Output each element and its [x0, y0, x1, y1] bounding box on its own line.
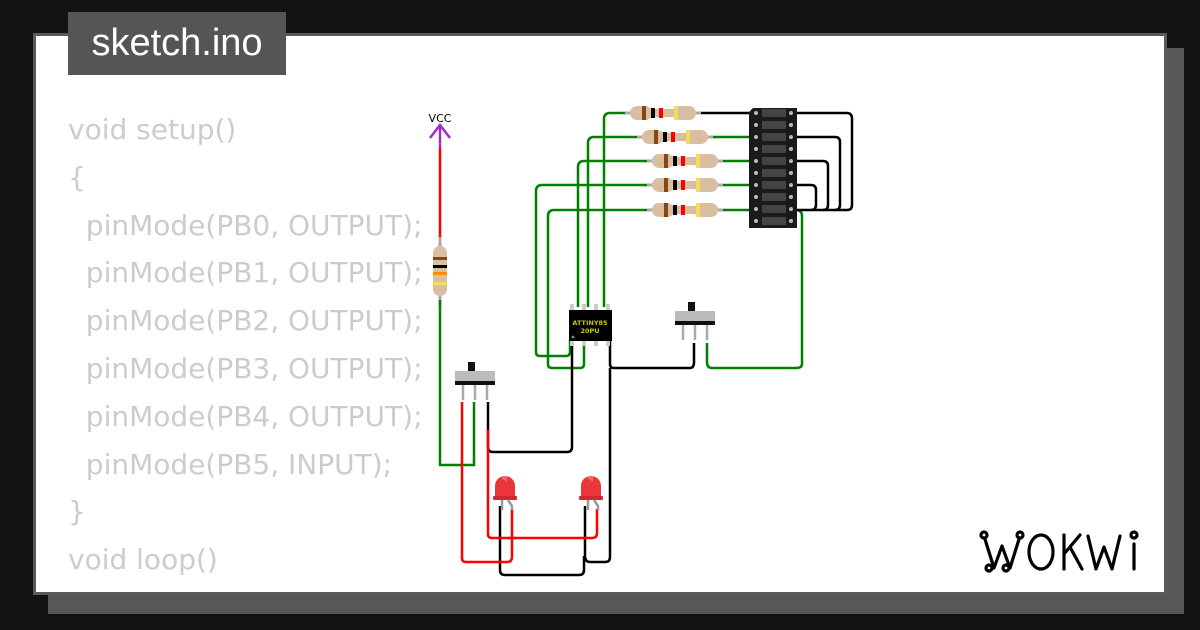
- bar-pin: [789, 207, 793, 211]
- code-line: void loop(): [68, 543, 218, 577]
- code-line: pinMode(PB0, OUTPUT);: [68, 208, 423, 242]
- bar-pin: [754, 123, 758, 127]
- bar-segment: [762, 157, 786, 165]
- bar-pin: [789, 135, 793, 139]
- resistor-1[interactable]: [623, 104, 703, 122]
- wire-signal: [438, 300, 476, 467]
- resistor-4[interactable]: [645, 176, 725, 194]
- code-line: pinMode(PB3, OUTPUT);: [68, 351, 423, 385]
- bar-pin: [754, 171, 758, 175]
- pull-resistor[interactable]: [433, 237, 447, 307]
- bar-segment: [762, 133, 786, 141]
- power-wires: [460, 402, 599, 564]
- led-bar-graph[interactable]: [749, 108, 797, 228]
- bar-pin: [789, 123, 793, 127]
- code-preview: void setup() { pinMode(PB0, OUTPUT); pinM…: [68, 106, 423, 592]
- bar-pin: [789, 219, 793, 223]
- bar-pin: [789, 183, 793, 187]
- vcc-symbol: VCC: [429, 112, 452, 148]
- bar-pin: [754, 219, 758, 223]
- slide-switch-1[interactable]: [453, 360, 497, 402]
- led-1[interactable]: [491, 472, 519, 512]
- bar-segment: [762, 181, 786, 189]
- bar-segment: [762, 121, 786, 129]
- bar-pin: [754, 111, 758, 115]
- led-2[interactable]: [577, 472, 605, 512]
- file-name-tab[interactable]: sketch.ino: [68, 12, 286, 75]
- signal-wires: [534, 111, 804, 370]
- bar-pin: [789, 159, 793, 163]
- code-line: }: [68, 495, 86, 529]
- slide-switch-2[interactable]: [673, 300, 717, 342]
- bar-segment: [762, 109, 786, 117]
- bar-segment: [762, 145, 786, 153]
- code-line: {: [68, 584, 423, 592]
- resistor-3[interactable]: [645, 152, 725, 170]
- bar-pin: [754, 183, 758, 187]
- bar-segment: [762, 217, 786, 225]
- bar-pin: [789, 147, 793, 151]
- code-line: pinMode(PB2, OUTPUT);: [68, 304, 423, 338]
- bar-pin: [789, 195, 793, 199]
- code-line: pinMode(PB5, INPUT);: [68, 447, 393, 481]
- wokwi-logo: [979, 530, 1139, 573]
- resistor-5[interactable]: [645, 201, 725, 219]
- code-line: {: [68, 160, 86, 194]
- bar-segment: [762, 193, 786, 201]
- code-line: void setup(): [68, 113, 237, 146]
- bar-pin: [754, 195, 758, 199]
- chip-label-line2: 20PU: [580, 327, 599, 335]
- attiny85-chip[interactable]: ATTINY85 20PU: [569, 304, 612, 346]
- bar-pin: [754, 207, 758, 211]
- vcc-label: VCC: [429, 112, 452, 125]
- resistor-2[interactable]: [635, 128, 715, 146]
- bar-segment: [762, 169, 786, 177]
- bar-pin: [789, 111, 793, 115]
- code-line: pinMode(PB1, OUTPUT);: [68, 256, 423, 290]
- bar-pin: [754, 147, 758, 151]
- chip-label-line1: ATTINY85: [572, 319, 608, 327]
- bar-pin: [789, 171, 793, 175]
- bar-pin: [754, 159, 758, 163]
- code-line: pinMode(PB4, OUTPUT);: [68, 399, 423, 433]
- bar-segment: [762, 205, 786, 213]
- bar-pin: [754, 135, 758, 139]
